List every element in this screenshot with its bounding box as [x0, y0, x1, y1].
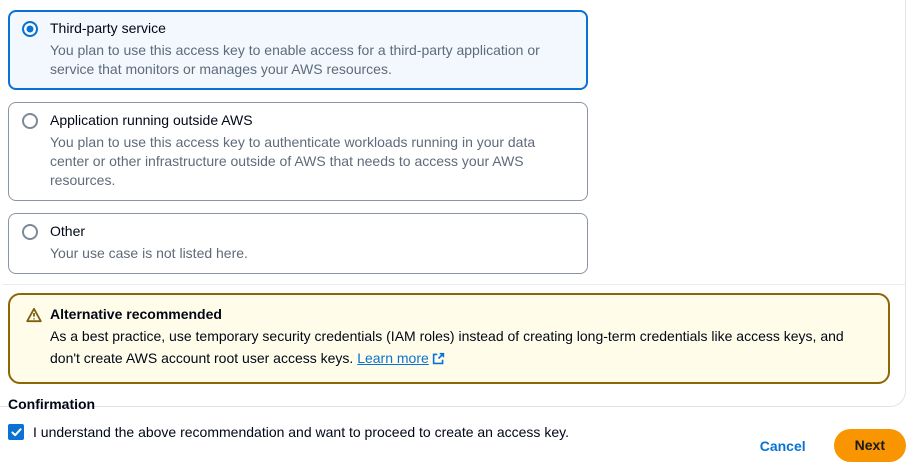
- warning-alert: Alternative recommended As a best practi…: [8, 293, 890, 384]
- radio-unselected-icon[interactable]: [22, 224, 38, 240]
- learn-more-link[interactable]: Learn more: [357, 350, 445, 366]
- use-case-description: You plan to use this access key to enabl…: [50, 42, 540, 77]
- next-button[interactable]: Next: [833, 429, 906, 462]
- panel-content: Third-party service You plan to use this…: [2, 10, 906, 442]
- radio-unselected-icon[interactable]: [22, 113, 38, 129]
- confirmation-checkbox-label[interactable]: I understand the above recommendation an…: [33, 424, 569, 440]
- tile-text: Third-party service You plan to use this…: [50, 19, 574, 79]
- radio-selected-icon[interactable]: [22, 21, 38, 37]
- warning-triangle-icon: [26, 307, 42, 323]
- tile-text: Other Your use case is not listed here.: [50, 222, 248, 263]
- section-divider: [2, 284, 906, 285]
- learn-more-label: Learn more: [357, 350, 429, 366]
- use-case-radio-group: Third-party service You plan to use this…: [8, 10, 588, 274]
- external-link-icon: [432, 349, 445, 371]
- use-case-label: Application running outside AWS: [50, 112, 253, 128]
- use-case-label: Third-party service: [50, 20, 166, 36]
- checkbox-checked-icon[interactable]: [8, 424, 24, 440]
- cancel-button[interactable]: Cancel: [760, 432, 806, 460]
- alert-title: Alternative recommended: [50, 306, 222, 322]
- alert-header: Alternative recommended: [26, 304, 872, 325]
- alert-body: As a best practice, use temporary securi…: [50, 325, 872, 371]
- confirmation-heading: Confirmation: [8, 396, 96, 412]
- confirmation-checkbox-row[interactable]: I understand the above recommendation an…: [8, 423, 906, 442]
- use-case-option-application-outside-aws[interactable]: Application running outside AWS You plan…: [8, 102, 588, 201]
- use-case-label: Other: [50, 223, 86, 239]
- alert-text: As a best practice, use temporary securi…: [50, 328, 844, 366]
- tile-text: Application running outside AWS You plan…: [50, 111, 574, 190]
- wizard-actions: Cancel Next: [760, 429, 906, 462]
- use-case-option-third-party-service[interactable]: Third-party service You plan to use this…: [8, 10, 588, 90]
- use-case-description: You plan to use this access key to authe…: [50, 134, 536, 188]
- use-case-description: Your use case is not listed here.: [50, 245, 248, 261]
- use-case-option-other[interactable]: Other Your use case is not listed here.: [8, 213, 588, 274]
